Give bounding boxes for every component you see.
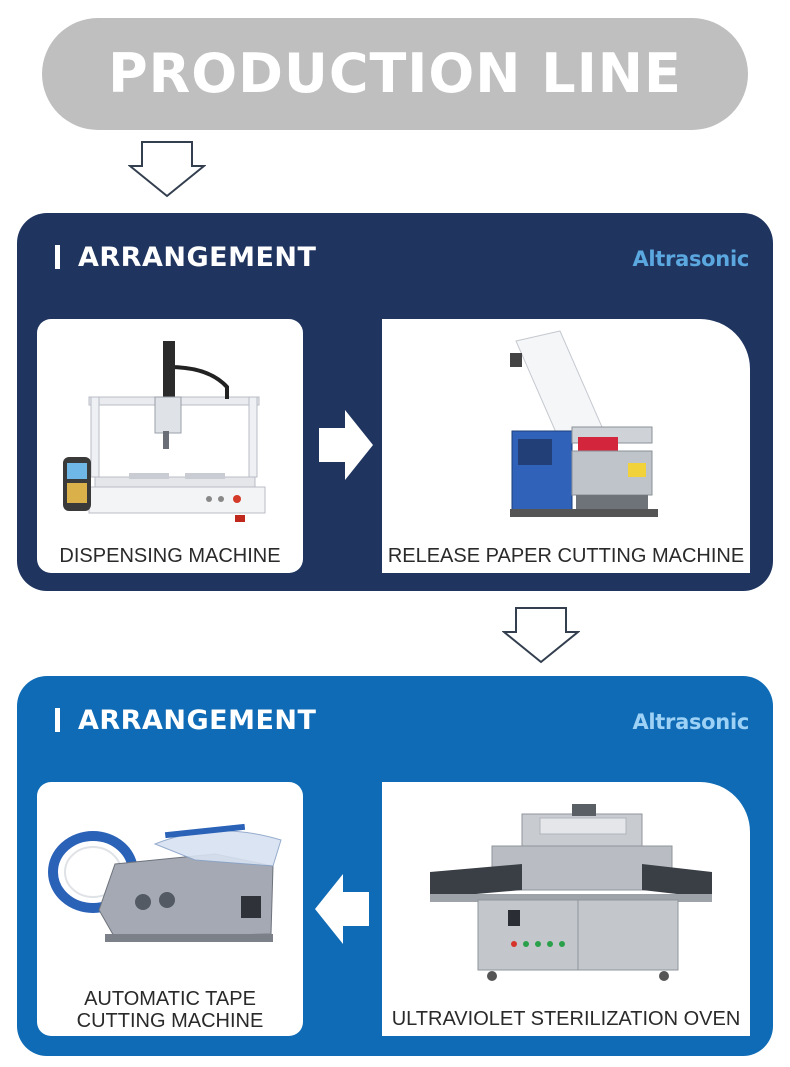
down-arrow-icon xyxy=(128,141,206,198)
card-label: AUTOMATIC TAPE xyxy=(84,988,256,1010)
card-automatic-tape-cutting-machine: AUTOMATIC TAPE CUTTING MACHINE xyxy=(37,782,303,1036)
brand-logo: Altrasonic xyxy=(632,710,749,734)
arrangement-panel-2: ARRANGEMENT Altrasonic AUTOMATIC TAPE CU… xyxy=(17,676,773,1056)
card-release-paper-cutting-machine: RELEASE PAPER CUTTING MACHINE xyxy=(382,319,750,573)
heading-bar xyxy=(55,245,60,269)
right-arrow-icon xyxy=(319,410,373,480)
card-label: RELEASE PAPER CUTTING MACHINE xyxy=(387,545,745,567)
tape-machine-illustration xyxy=(48,823,282,942)
down-arrow-icon xyxy=(502,607,580,664)
header-banner: PRODUCTION LINE xyxy=(42,18,748,130)
brand-logo: Altrasonic xyxy=(632,247,749,271)
card-label-line2: CUTTING MACHINE xyxy=(76,1010,264,1032)
heading-bar xyxy=(55,708,60,732)
card-dispensing-machine: DISPENSING MACHINE xyxy=(37,319,303,573)
left-arrow-icon xyxy=(315,874,369,944)
uv-oven-illustration xyxy=(430,804,712,981)
cutting-machine-illustration xyxy=(510,330,658,517)
arrangement-panel-1: ARRANGEMENT Altrasonic xyxy=(17,213,773,591)
card-label: ULTRAVIOLET STERILIZATION OVEN xyxy=(391,1008,741,1030)
dispensing-machine-illustration xyxy=(63,341,266,522)
section-heading: ARRANGEMENT xyxy=(55,704,316,736)
card-label: DISPENSING MACHINE xyxy=(59,545,281,567)
page-title: PRODUCTION LINE xyxy=(108,42,682,105)
section-heading: ARRANGEMENT xyxy=(55,241,316,273)
card-ultraviolet-sterilization-oven: ULTRAVIOLET STERILIZATION OVEN xyxy=(382,782,750,1036)
